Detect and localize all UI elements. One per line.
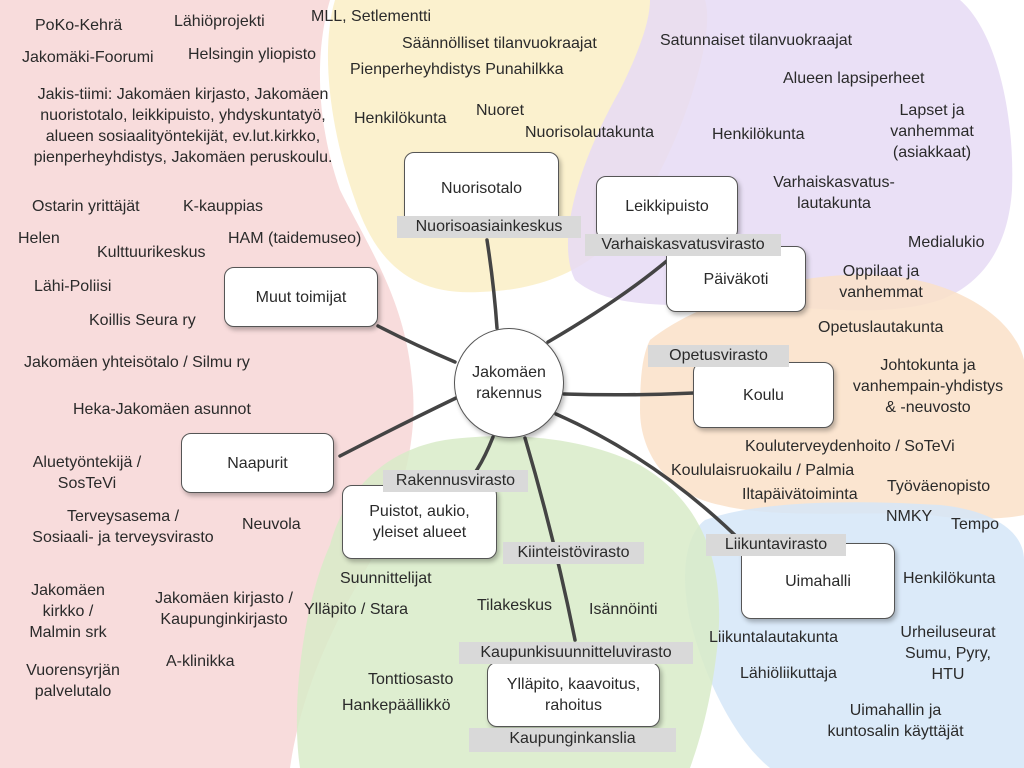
label-ham: HAM (taidemuseo) [228, 230, 362, 247]
label-isannointi: Isännöinti [589, 601, 658, 618]
label-nmky: NMKY [886, 508, 933, 525]
label-mll: MLL, Setlementti [311, 8, 432, 25]
label-helen: Helen [18, 230, 60, 247]
tag-kiinteistovirasto: Kiinteistövirasto [503, 542, 644, 564]
label-henkilokunta-uima: Henkilökunta [903, 570, 996, 587]
label-poko-kehra: PoKo-Kehrä [35, 17, 123, 34]
connector-nuorisotalo [485, 238, 499, 330]
label-johtokunta: Johtokunta ja vanhempain-yhdistys & -neu… [852, 357, 1004, 416]
region-red [0, 0, 414, 768]
node-naapurit: Naapurit [181, 433, 334, 493]
label-nuoret: Nuoret [476, 102, 525, 119]
label-henkilokunta-leikki: Henkilökunta [712, 126, 805, 143]
label-uimahallin-kayttajat: Uimahallin ja kuntosalin käyttäjät [827, 702, 964, 740]
label-heka: Heka-Jakomäen asunnot [73, 401, 251, 418]
label-tonttiosasto: Tonttiosasto [368, 671, 454, 688]
label-koillis-seura: Koillis Seura ry [89, 312, 196, 329]
connector-lines [338, 238, 747, 642]
connector-koulu [562, 391, 696, 397]
label-jakomaen-kirjasto: Jakomäen kirjasto / Kaupunginkirjasto [155, 590, 293, 628]
tag-kaupunkisuunnitteluvirasto: Kaupunkisuunnitteluvirasto [459, 642, 693, 664]
label-terveysasema: Terveysasema / Sosiaali- ja terveysviras… [32, 508, 214, 546]
label-lapset-vanhemmat: Lapset ja vanhemmat (asiakkaat) [890, 102, 974, 161]
label-neuvola: Neuvola [242, 516, 301, 533]
connector-paivakoti [546, 258, 670, 344]
node-muut-toimijat: Muut toimijat [224, 267, 378, 327]
label-jakomaki-foorumi: Jakomäki-Foorumi [22, 49, 154, 66]
label-tempo: Tempo [951, 516, 1000, 533]
connector-naapurit [338, 396, 458, 458]
label-jakomaen-kirkko: Jakomäen kirkko / Malmin srk [29, 582, 107, 641]
label-yhteisotalo: Jakomäen yhteisötalo / Silmu ry [24, 354, 250, 371]
label-satunnaiset: Satunnaiset tilanvuokraajat [660, 32, 853, 49]
label-pienperheyhdistys: Pienperheyhdistys Punahilkka [350, 61, 564, 78]
label-suunnittelijat: Suunnittelijat [340, 570, 432, 587]
connector-uimahalli [554, 412, 747, 547]
label-aluetyontekija: Aluetyöntekijä / SosTeVi [32, 454, 142, 492]
tag-kaupunginkanslia: Kaupunginkanslia [469, 728, 676, 752]
label-saannolliset: Säännölliset tilanvuokraajat [402, 35, 597, 52]
label-a-klinikka: A-klinikka [166, 653, 235, 670]
label-liikuntalautakunta: Liikuntalautakunta [709, 629, 838, 646]
center-hub: Jakomäen rakennus [454, 328, 564, 438]
label-kouluterveydenhoito: Kouluterveydenhoito / SoTeVi [745, 438, 955, 455]
label-oppilaat-vanhemmat: Oppilaat ja vanhemmat [839, 263, 923, 301]
label-koululaisruokailu: Koululaisruokailu / Palmia [671, 462, 855, 479]
label-tilakeskus: Tilakeskus [477, 597, 552, 614]
label-ostarin-yrittajat: Ostarin yrittäjät [32, 198, 140, 215]
label-lahioliikuttaja: Lähiöliikuttaja [740, 665, 837, 682]
connector-yllapito [523, 436, 577, 642]
tag-liikuntavirasto: Liikuntavirasto [706, 534, 846, 556]
label-tyovaenopisto: Työväenopisto [887, 478, 991, 495]
label-kulttuurikeskus: Kulttuurikeskus [97, 244, 206, 261]
node-leikkipuisto: Leikkipuisto [596, 176, 738, 240]
label-iltapaivatoiminta: Iltapäivätoiminta [742, 486, 858, 503]
label-jakis-tiimi: Jakis-tiimi: Jakomäen kirjasto, Jakomäen… [33, 86, 333, 166]
label-hankepaallikko: Hankepäällikkö [342, 697, 451, 714]
label-urheiluseurat: Urheiluseurat Sumu, Pyry, HTU [900, 624, 996, 683]
tag-opetusvirasto: Opetusvirasto [648, 345, 789, 367]
label-medialukio: Medialukio [908, 234, 985, 251]
label-opetuslautakunta: Opetuslautakunta [818, 319, 944, 336]
node-yllapito: Ylläpito, kaavoitus, rahoitus [487, 662, 660, 727]
label-helsingin-yliopisto: Helsingin yliopisto [188, 46, 317, 63]
connector-muut-toimijat [376, 324, 457, 364]
label-yllapito-stara: Ylläpito / Stara [304, 601, 409, 618]
label-lahiprojekti: Lähiöprojekti [174, 13, 265, 30]
label-lahi-poliisi: Lähi-Poliisi [34, 278, 112, 295]
label-alueen-lapsiperheet: Alueen lapsiperheet [783, 70, 925, 87]
label-nuorisolautakunta: Nuorisolautakunta [525, 124, 654, 141]
label-varhaiskasvatuslautakunta: Varhaiskasvatus- lautakunta [773, 174, 895, 212]
label-vuorensyrjan: Vuorensyrjän palvelutalo [26, 662, 120, 700]
node-puistot: Puistot, aukio, yleiset alueet [342, 485, 497, 559]
node-paivakoti: Päiväkoti [666, 246, 806, 312]
tag-varhaiskasvatusvirasto: Varhaiskasvatusvirasto [585, 234, 781, 256]
node-koulu: Koulu [693, 362, 834, 428]
label-k-kauppias: K-kauppias [183, 198, 264, 215]
tag-nuorisoasiainkeskus: Nuorisoasiainkeskus [397, 216, 581, 238]
tag-rakennusvirasto: Rakennusvirasto [383, 470, 528, 492]
label-henkilokunta-nuoriso: Henkilökunta [354, 110, 447, 127]
